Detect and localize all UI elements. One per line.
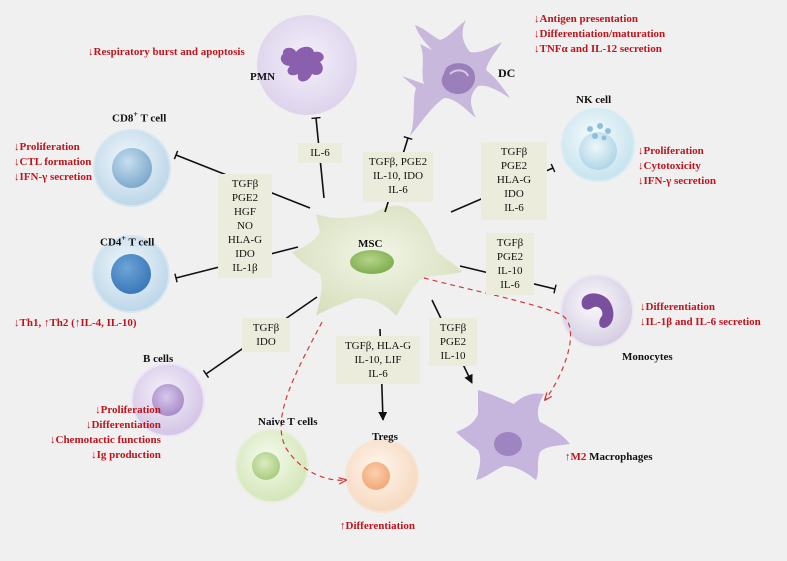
monocyte-nucleus (581, 293, 614, 328)
dc-nucleus (441, 63, 476, 94)
bcells-effects: ↓Proliferation↓Differentiation↓Chemotact… (50, 404, 161, 461)
cd4-label: CD4+ T cell (100, 234, 155, 249)
cd8-effects: ↓Proliferation↓CTL formation↓IFN-γ secre… (14, 141, 92, 183)
m2-macrophage-cell (456, 390, 570, 480)
b-cell (131, 363, 205, 437)
pmn-cell (257, 15, 357, 115)
dc-cell (402, 20, 510, 136)
nk-cell (561, 108, 635, 182)
pmn-nucleus (280, 46, 324, 82)
pmn-label: PMN (250, 71, 276, 83)
naive-t-cell (235, 429, 309, 503)
monocytes-label: Monocytes (622, 351, 673, 363)
cd4-t-cell (92, 235, 170, 313)
msc-nucleus (350, 250, 394, 274)
dc-effects: ↓Antigen presentation↓Differentiation/ma… (534, 13, 666, 55)
naive-t-cells-label: Naive T cells (258, 416, 318, 428)
monocyte-cell (560, 274, 634, 348)
nk-effects: ↓Proliferation↓Cytotoxicity↓IFN-γ secret… (638, 145, 716, 187)
nk-cell-label: NK cell (576, 94, 612, 106)
factor-box-pmn: IL-6 (298, 143, 342, 163)
cd8-t-cell (93, 129, 171, 207)
cd4-effects: ↓Th1, ↑Th2 (↑IL-4, IL-10) (14, 317, 137, 329)
msc-label: MSC (358, 238, 383, 250)
pmn-effects: ↓Respiratory burst and apoptosis (88, 46, 245, 58)
treg-cell (345, 439, 419, 513)
m2-nucleus (494, 432, 522, 456)
bcells-label: B cells (143, 353, 174, 365)
tregs-effects: ↑Differentiation (340, 520, 415, 532)
msc-cell (292, 205, 462, 316)
dc-label: DC (498, 66, 516, 80)
tregs-label: Tregs (372, 431, 398, 443)
cd8-label: CD8+ T cell (112, 110, 167, 125)
m2-macrophages-label: ↑M2 Macrophages (565, 451, 653, 463)
monocytes-effects: ↓Differentiation↓IL-1β and IL-6 secretio… (640, 301, 761, 328)
